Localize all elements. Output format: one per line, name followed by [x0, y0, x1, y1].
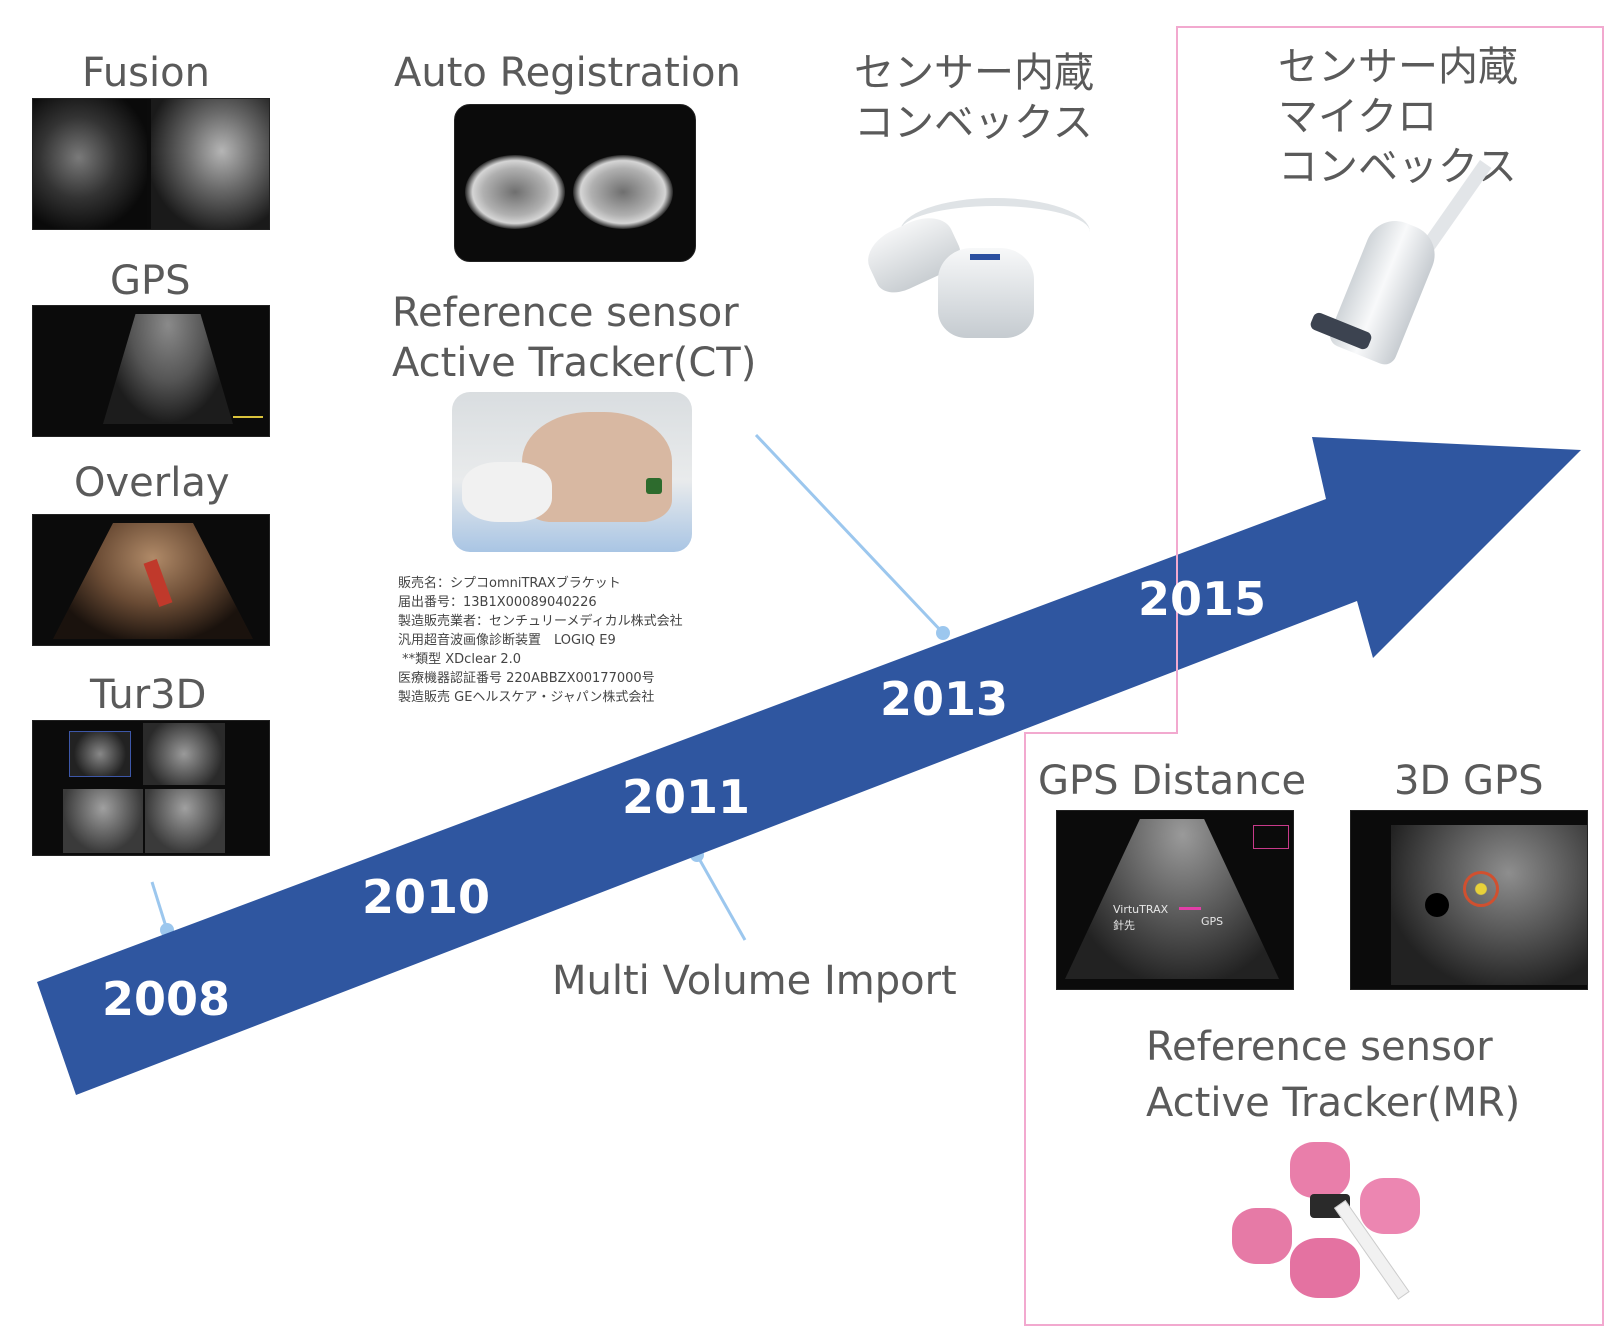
year-2008: 2008 — [102, 972, 231, 1026]
patient-photo — [452, 392, 692, 552]
regulatory-line: 届出番号：13B1X00089040226 — [398, 595, 597, 610]
tur3d-pane-1 — [69, 731, 131, 777]
convex-probe-image — [859, 178, 1090, 348]
fusion-us-pane — [33, 99, 147, 229]
regulatory-line: **類型 XDclear 2.0 — [398, 652, 522, 667]
regulatory-line: 製造販売 GEヘルスケア・ジャパン株式会社 — [398, 690, 655, 705]
micro-convex-probe-image — [1300, 160, 1510, 369]
gps-distance-label-needle: 針先 — [1113, 919, 1135, 932]
regulatory-line: 製造販売業者：センチュリーメディカル株式会社 — [398, 614, 683, 629]
probe-2-band — [970, 254, 1000, 260]
doctor-gloves — [462, 462, 552, 522]
feature-gps-label: GPS — [110, 258, 191, 304]
gps-waveform — [233, 396, 263, 418]
mr-tracker-lobe-3 — [1360, 1178, 1420, 1234]
ct-slice-left — [465, 155, 565, 229]
probe-2 — [938, 248, 1034, 338]
tur3d-pane-2 — [143, 723, 225, 785]
feature-fusion-label: Fusion — [82, 50, 210, 96]
fusion-mr-pane — [151, 99, 269, 229]
auto-registration-image — [454, 104, 696, 262]
highlight-frame-bottom — [1024, 732, 1604, 1326]
fusion-image — [32, 98, 270, 230]
multi-volume-import-label: Multi Volume Import — [552, 958, 957, 1004]
gps-distance-label-gps: GPS — [1201, 915, 1224, 928]
reference-sensor-mr-line1: Reference sensor — [1146, 1024, 1493, 1070]
feature-tur3d-label: Tur3D — [90, 672, 207, 718]
reference-sensor-mr-line2: Active Tracker(MR) — [1146, 1080, 1521, 1126]
connector-2008 — [150, 881, 169, 931]
auto-registration-label: Auto Registration — [394, 50, 741, 96]
regulatory-line: 販売名：シプコomniTRAXブラケット — [398, 576, 621, 591]
sensor-convex-line2: コンベックス — [854, 100, 1093, 146]
gps-3d-lesion — [1425, 893, 1449, 917]
highlight-frame-step — [1024, 732, 1178, 734]
sensor-convex-line1: センサー内蔵 — [854, 50, 1094, 96]
feature-overlay-label: Overlay — [74, 460, 230, 506]
probe-cable — [900, 198, 1090, 266]
gps-3d-image — [1350, 810, 1588, 990]
mr-tracker-lobe-1 — [1290, 1142, 1350, 1198]
mr-tracker-image — [1230, 1138, 1430, 1308]
year-2015: 2015 — [1138, 572, 1267, 626]
reference-sensor-device — [646, 478, 662, 494]
gps-image — [32, 305, 270, 437]
timeline-arrow — [37, 437, 1581, 1095]
regulatory-line: 汎用超音波画像診断装置 LOGIQ E9 — [398, 633, 616, 648]
gps-scan-fan — [103, 314, 233, 424]
tur3d-pane-3 — [63, 789, 143, 853]
gps-3d-target — [1463, 871, 1499, 907]
gps-distance-label-virtutrax: VirtuTRAX — [1113, 903, 1169, 916]
sensor-micro-convex-line1: センサー内蔵 — [1278, 44, 1518, 90]
gps-distance-readout — [1253, 825, 1289, 849]
regulatory-line: 医療機器認証番号 220ABBZX00177000号 — [398, 671, 655, 686]
gps-distance-image: VirtuTRAX 針先 GPS — [1056, 810, 1294, 990]
mr-tracker-lobe-4 — [1290, 1238, 1360, 1298]
overlay-image — [32, 514, 270, 646]
year-2010: 2010 — [362, 870, 491, 924]
year-2013: 2013 — [880, 672, 1009, 726]
mr-tracker-lobe-2 — [1232, 1208, 1292, 1264]
micro-probe-body — [1326, 211, 1444, 369]
gps-3d-label: 3D GPS — [1394, 758, 1544, 804]
reference-sensor-ct-line1: Reference sensor — [392, 290, 739, 336]
sensor-micro-convex-line2: マイクロ — [1278, 94, 1438, 140]
gps-distance-fan — [1065, 819, 1279, 979]
tur3d-pane-4 — [145, 789, 225, 853]
highlight-frame-top — [1176, 26, 1604, 734]
year-2011: 2011 — [622, 770, 751, 824]
tur3d-image — [32, 720, 270, 856]
ct-slice-right — [573, 155, 673, 229]
gps-distance-label: GPS Distance — [1038, 758, 1307, 804]
reference-sensor-ct-line2: Active Tracker(CT) — [392, 340, 757, 386]
connector-dot-2013 — [936, 626, 950, 640]
connector-2013 — [754, 433, 945, 635]
connector-2011 — [695, 854, 747, 941]
gps-distance-marker — [1179, 907, 1201, 910]
